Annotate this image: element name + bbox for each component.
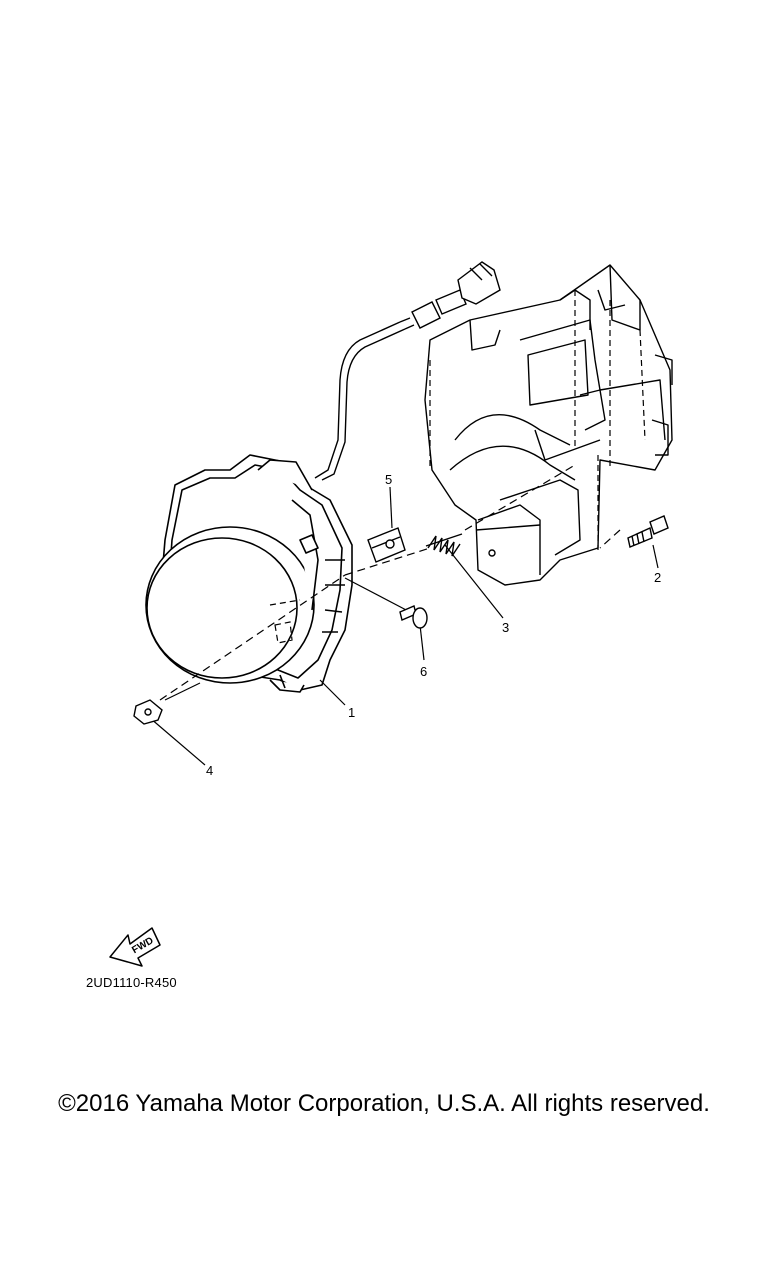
- diagram-code: 2UD1110-R450: [86, 975, 177, 990]
- callout-1: 1: [348, 705, 355, 720]
- headlight-hidden-lines: [269, 599, 301, 644]
- spring-part-3: [425, 533, 463, 557]
- callout-5: 5: [385, 472, 392, 487]
- bolt-part-2: [627, 515, 669, 548]
- wire-harness: [314, 261, 501, 481]
- exploded-parts-diagram: 1 2 3 4 5 6 FWD: [109, 261, 673, 967]
- callout-6: 6: [420, 664, 427, 679]
- bracket-hidden-lines: [429, 290, 646, 550]
- callout-4: 4: [206, 763, 213, 778]
- fwd-arrow-icon: FWD: [109, 927, 161, 967]
- copyright-notice: ©2016 Yamaha Motor Corporation, U.S.A. A…: [58, 1090, 710, 1117]
- callout-3: 3: [502, 620, 509, 635]
- nut-part-4: [133, 699, 163, 725]
- callout-2: 2: [654, 570, 661, 585]
- leader-lines: [149, 486, 659, 766]
- screw-part-6: [399, 605, 428, 629]
- assembly-lines: [159, 464, 621, 701]
- headlight-assembly: [145, 454, 353, 693]
- clip-part-5: [367, 527, 406, 563]
